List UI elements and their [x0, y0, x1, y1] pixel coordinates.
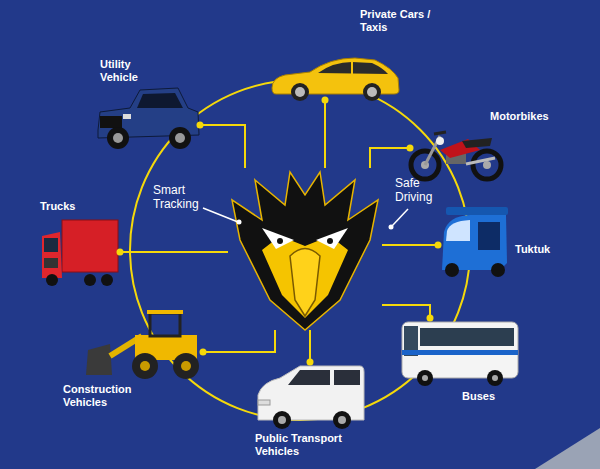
connector-line — [382, 305, 430, 318]
vehicle-node: Utility Vehicle — [95, 85, 200, 150]
connector-line — [370, 148, 410, 168]
pickup-picture — [98, 88, 199, 149]
truck-picture — [42, 220, 118, 286]
leader-dot — [237, 220, 242, 225]
vehicle-node: Public Transport Vehicles — [255, 362, 365, 430]
connector-dot — [427, 315, 434, 322]
connector-dot — [307, 359, 314, 366]
connector-dot — [322, 97, 329, 104]
connector-dot — [200, 349, 207, 356]
vehicle-node: Private Cars / Taxis — [270, 55, 400, 100]
car-picture — [272, 58, 399, 101]
connector-dot — [407, 145, 414, 152]
connector-dot — [117, 249, 124, 256]
corner-decoration — [535, 428, 600, 469]
connector-line — [200, 125, 245, 168]
vehicle-label: Buses — [462, 390, 522, 403]
vehicle-label: Public Transport Vehicles — [255, 432, 355, 457]
callout-text: Safe Driving — [395, 176, 445, 205]
vehicle-node: Tuktuk — [438, 205, 510, 277]
leader-dot — [389, 225, 394, 230]
connector-dot — [197, 122, 204, 129]
connector-line — [324, 100, 326, 168]
bus-picture — [402, 322, 518, 386]
connector-line — [203, 330, 275, 352]
loader-picture — [86, 310, 199, 379]
vehicle-node: Construction Vehicles — [85, 308, 203, 380]
vehicle-label: Motorbikes — [490, 110, 570, 123]
vehicle-node: Motorbikes — [410, 128, 502, 183]
tuktuk-picture — [442, 207, 508, 277]
eagle-logo — [232, 172, 378, 330]
connector-line — [382, 244, 438, 246]
vehicle-label: Private Cars / Taxis — [360, 8, 445, 33]
callout-text: Smart Tracking — [153, 183, 213, 212]
vehicle-label: Construction Vehicles — [63, 383, 143, 408]
connector-line — [309, 330, 311, 362]
connector-dot — [435, 242, 442, 249]
leader-line — [392, 209, 408, 226]
connector-line — [120, 251, 228, 253]
vehicle-node: Trucks — [40, 215, 120, 287]
vehicle-label: Trucks — [40, 200, 100, 213]
vehicle-label: Utility Vehicle — [100, 58, 155, 83]
motorbike-picture — [411, 132, 501, 179]
eagle-hub: Smart TrackingSafe Driving — [228, 168, 382, 330]
leader-line — [203, 208, 238, 222]
van-picture — [258, 366, 364, 429]
vehicle-label: Tuktuk — [515, 243, 575, 256]
vehicle-node: Buses — [400, 318, 520, 386]
